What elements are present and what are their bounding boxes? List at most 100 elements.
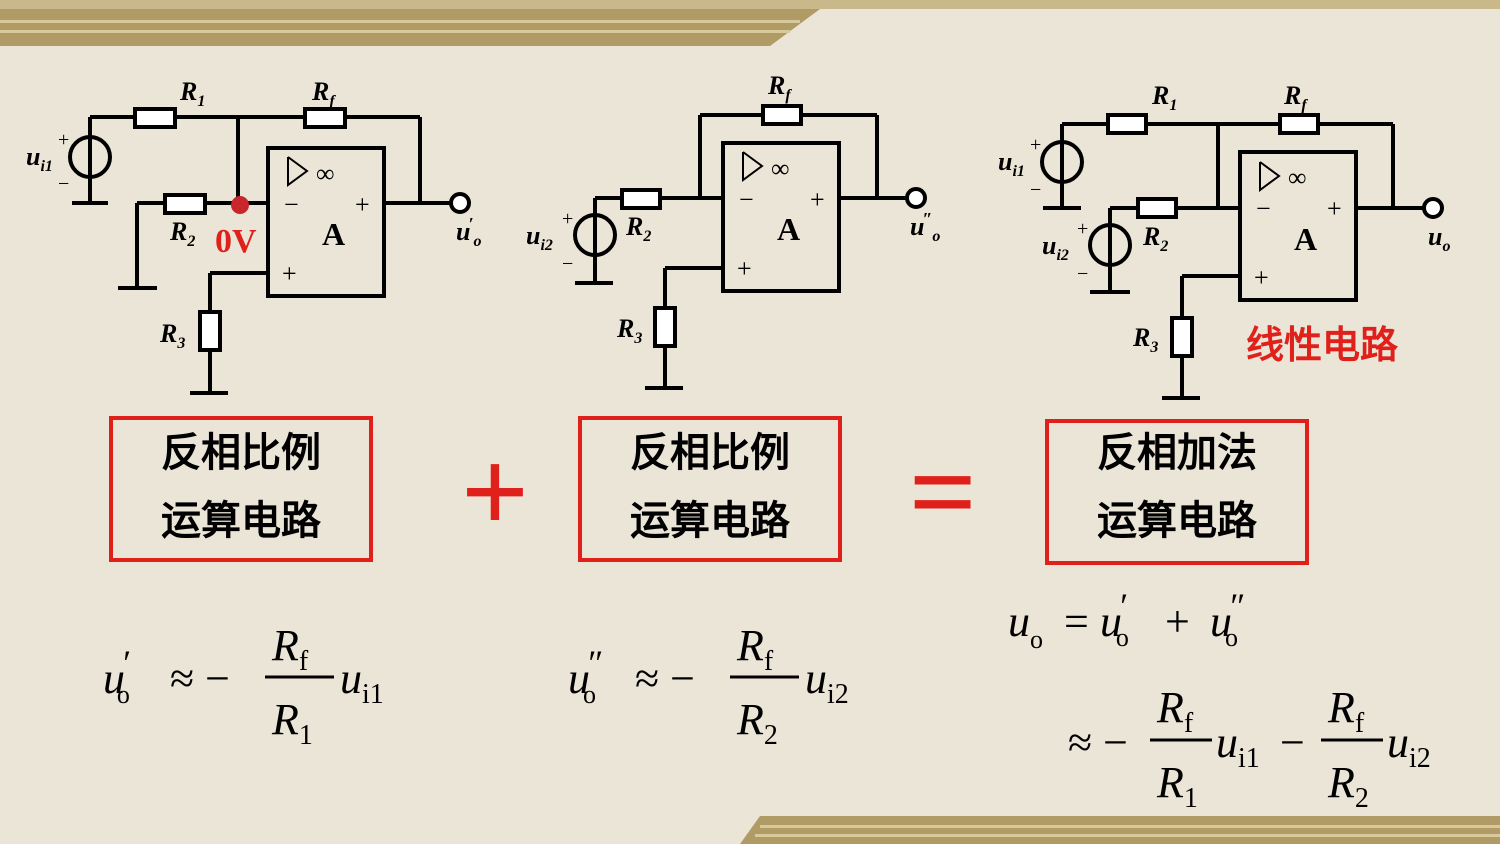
- svg-text:Rf: Rf: [767, 71, 792, 104]
- resistor-r3: [1170, 316, 1194, 358]
- box-2-line1: 反相比例: [630, 430, 790, 476]
- opamp-box: [266, 146, 386, 298]
- box-1-line1: 反相比例: [161, 430, 321, 476]
- svg-text:−: −: [58, 173, 69, 195]
- svg-text:u′o: u′o: [1100, 586, 1129, 652]
- svg-text:+: +: [562, 208, 573, 230]
- svg-text:−: −: [1030, 179, 1041, 201]
- box-3: [1045, 419, 1309, 565]
- linear-circuit-tag: 线性电路: [1246, 323, 1399, 367]
- resistor-rf: [303, 107, 347, 129]
- svg-text:ui1: ui1: [340, 654, 384, 710]
- resistor-r1: [1106, 113, 1148, 135]
- svg-text:R3: R3: [616, 314, 642, 347]
- svg-text:Rf: Rf: [736, 621, 774, 677]
- svg-text:−: −: [284, 190, 299, 219]
- output-terminal-icon: [449, 192, 471, 214]
- svg-text:R3: R3: [1132, 323, 1158, 356]
- zero-volt-node-icon: [231, 196, 249, 214]
- top-left-stripe: [0, 9, 820, 46]
- svg-text:ui2: ui2: [805, 654, 849, 710]
- equals-operator: =: [909, 425, 977, 558]
- plus-operator: +: [461, 425, 529, 558]
- svg-text:u″o: u″o: [568, 643, 602, 709]
- stripe-line: [0, 30, 790, 33]
- formula-2: u″o ≈ − Rf R2 ui2: [568, 621, 849, 751]
- svg-text:+: +: [1254, 263, 1269, 292]
- svg-text:+: +: [737, 254, 752, 283]
- svg-text:≈ −: ≈ −: [170, 654, 230, 703]
- svg-text:+: +: [58, 129, 69, 151]
- svg-text:=: =: [1064, 597, 1089, 646]
- svg-text:R1: R1: [179, 77, 205, 110]
- circuit-2: [573, 104, 927, 390]
- svg-text:−: −: [1280, 718, 1305, 767]
- svg-text:u″o: u″o: [1210, 586, 1244, 652]
- svg-text:−: −: [1077, 263, 1088, 285]
- resistor-r3: [653, 306, 677, 348]
- svg-text:u′o: u′o: [103, 643, 130, 709]
- output-terminal-icon: [905, 187, 927, 209]
- svg-text:R2: R2: [736, 695, 778, 751]
- box-3-line2: 运算电路: [1097, 498, 1258, 544]
- svg-text:≈ −: ≈ −: [1068, 718, 1128, 767]
- svg-text:+: +: [282, 259, 297, 288]
- box-2: [578, 416, 842, 562]
- opamp-label: A: [322, 216, 345, 252]
- box-1: [109, 416, 373, 562]
- formula-3: uo = u′o + u″o ≈ − Rf R1 ui1 − Rf R2 ui2: [1008, 586, 1431, 814]
- concept-boxes: 反相比例 运算电路 反相比例 运算电路 反相加法 运算电路: [109, 416, 1309, 565]
- svg-text:ui1: ui1: [998, 147, 1025, 180]
- resistor-r1: [133, 107, 177, 129]
- svg-text:+: +: [1030, 134, 1041, 156]
- svg-text:≈ −: ≈ −: [635, 654, 695, 703]
- svg-text:+: +: [1077, 218, 1088, 240]
- zero-volt-label: 0V: [215, 223, 257, 260]
- circuit-2-labels: Rf R2 R3 A ∞ + − + + − ui2 u″o: [526, 71, 940, 347]
- infinity-icon: ∞: [316, 159, 335, 188]
- svg-text:−: −: [739, 185, 754, 214]
- svg-text:R2: R2: [169, 217, 195, 250]
- operators: + =: [461, 425, 977, 558]
- stripe-line: [755, 834, 1500, 837]
- opamp-box: [1238, 150, 1358, 302]
- resistor-r2: [620, 188, 662, 210]
- svg-text:+: +: [1327, 194, 1342, 223]
- circuit-1: [68, 107, 471, 395]
- svg-text:R2: R2: [1142, 222, 1168, 255]
- circuit-3-labels: R1 Rf R2 R3 A ∞ + − + + − + − ui1 ui2 uo…: [998, 81, 1450, 367]
- stripe-line: [760, 825, 1500, 828]
- infinity-icon: ∞: [771, 154, 790, 183]
- svg-text:ui2: ui2: [1387, 718, 1431, 774]
- svg-text:u′o: u′o: [456, 214, 482, 250]
- svg-text:u″o: u″o: [910, 209, 940, 245]
- svg-text:+: +: [1165, 597, 1190, 646]
- bottom-right-stripe: [740, 816, 1500, 844]
- svg-text:−: −: [562, 253, 573, 275]
- stripe-line: [0, 20, 800, 23]
- svg-text:Rf: Rf: [1156, 683, 1194, 739]
- resistor-r2: [163, 193, 207, 215]
- svg-text:R1: R1: [1156, 758, 1198, 814]
- svg-text:−: −: [1256, 194, 1271, 223]
- box-1-line2: 运算电路: [161, 498, 322, 544]
- svg-text:Rf: Rf: [1283, 81, 1308, 114]
- opamp-box: [721, 141, 841, 293]
- svg-text:ui1: ui1: [1216, 718, 1260, 774]
- top-band: [0, 0, 1500, 9]
- svg-text:uo: uo: [1428, 222, 1450, 255]
- svg-text:ui2: ui2: [526, 221, 553, 254]
- opamp-label: A: [777, 211, 800, 247]
- svg-text:R1: R1: [271, 695, 313, 751]
- resistor-r2: [1136, 197, 1178, 219]
- formula-1: u′o ≈ − Rf R1 ui1: [103, 621, 384, 751]
- resistor-rf: [761, 104, 803, 126]
- svg-text:+: +: [355, 190, 370, 219]
- resistor-r3: [198, 310, 222, 352]
- svg-text:uo: uo: [1008, 597, 1043, 654]
- svg-text:ui1: ui1: [26, 142, 53, 175]
- circuit-1-labels: R1 Rf R2 R3 A ∞ + − + + − ui1 u′o 0V: [26, 77, 482, 352]
- infinity-icon: ∞: [1288, 163, 1307, 192]
- svg-text:+: +: [810, 185, 825, 214]
